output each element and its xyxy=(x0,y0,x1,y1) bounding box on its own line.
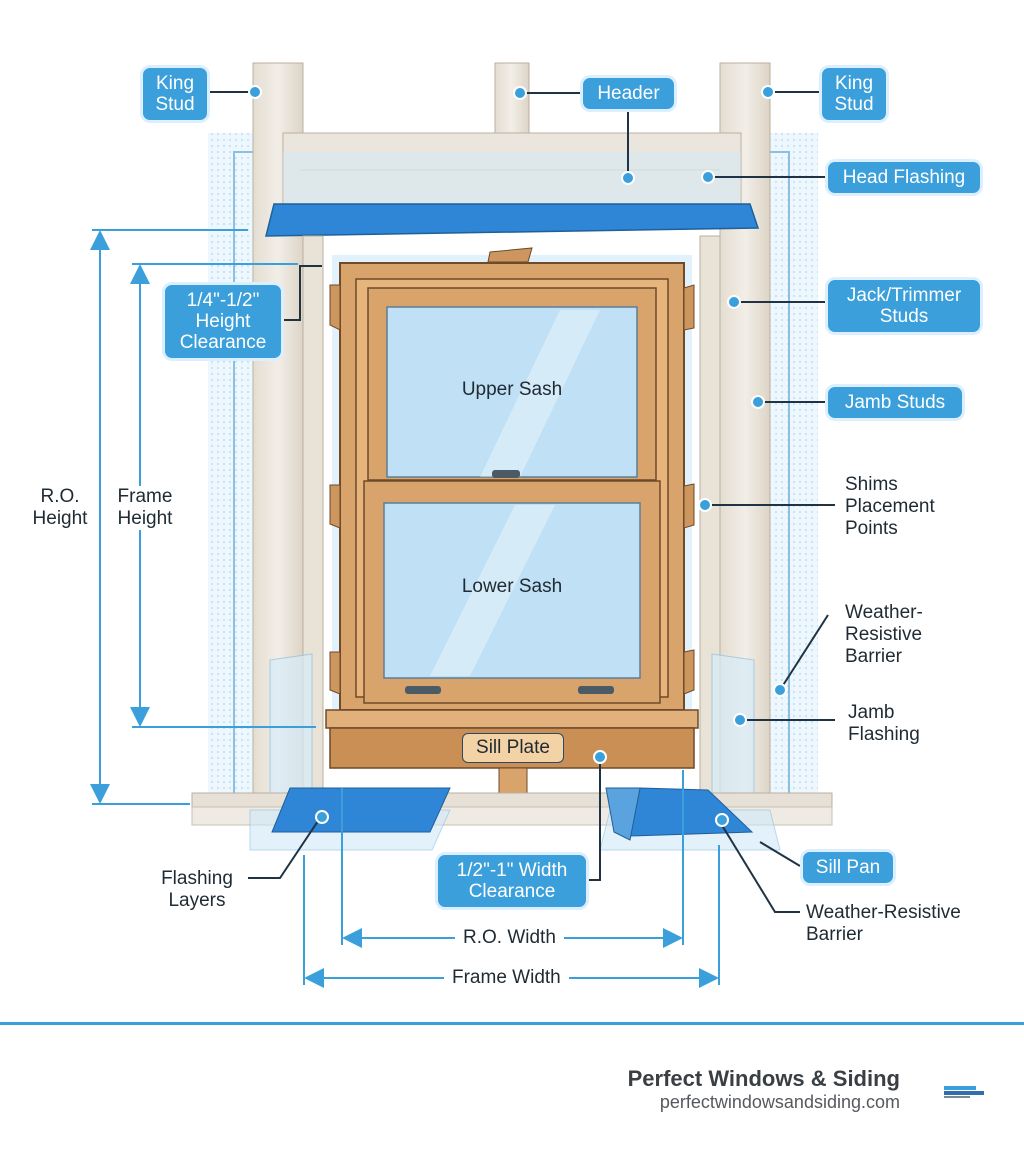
dot-jamb-flashing xyxy=(733,713,747,727)
shim-top-left xyxy=(329,284,341,331)
dot-jamb-studs xyxy=(751,395,765,409)
lower-glass-glare xyxy=(430,505,555,676)
shim-mid-left xyxy=(329,484,341,529)
leader-flashing-layers xyxy=(248,817,321,879)
dot-header xyxy=(513,86,527,100)
label-frame-height: Frame Height xyxy=(106,486,184,530)
dot-width-clearance xyxy=(593,750,607,764)
window-framing-diagram xyxy=(90,62,835,988)
leader-wrb-upper xyxy=(779,614,829,691)
upper-glass-glare xyxy=(480,310,600,477)
dot-king-stud-right xyxy=(761,85,775,99)
head-flashing xyxy=(265,203,760,237)
label-wrb-upper: Weather- Resistive Barrier xyxy=(845,602,923,667)
dot-wrb-upper xyxy=(773,683,787,697)
shim-top-right xyxy=(683,284,695,331)
label-ro-height: R.O. Height xyxy=(24,486,96,530)
wrb-panel-right xyxy=(768,133,818,823)
lower-sash-label: Lower Sash xyxy=(461,576,563,597)
label-shims: Shims Placement Points xyxy=(845,474,935,539)
callout-king-stud-left: King Stud xyxy=(143,68,207,120)
brand-logo-icon xyxy=(944,1086,984,1098)
callout-jamb-studs: Jamb Studs xyxy=(828,387,962,418)
callout-head-flashing: Head Flashing xyxy=(828,162,980,193)
label-jamb-flashing: Jamb Flashing xyxy=(848,702,920,745)
shim-bottom-right xyxy=(683,649,695,695)
wrb-wash-right xyxy=(768,133,818,823)
leader-lines xyxy=(203,91,835,913)
callout-king-stud-right: King Stud xyxy=(822,68,886,120)
cripple-stud xyxy=(494,62,530,136)
leader-sill-pan xyxy=(759,841,801,867)
callout-width-clearance: 1/2"-1" Width Clearance xyxy=(438,855,586,907)
shim-mid-right xyxy=(683,483,695,529)
header-glass-wrap xyxy=(283,152,741,205)
dot-flashing-layers xyxy=(315,810,329,824)
brand-url[interactable]: perfectwindowsandsiding.com xyxy=(659,1092,900,1112)
leader-dots xyxy=(248,85,787,827)
jamb-flashing-right xyxy=(711,653,755,807)
label-flashing-layers: Flashing Layers xyxy=(161,868,233,911)
callout-sill-pan: Sill Pan xyxy=(803,852,893,883)
callout-height-clearance: 1/4"-1/2" Height Clearance xyxy=(165,285,281,358)
dot-jack-stud xyxy=(727,295,741,309)
label-wrb-lower: Weather-Resistive Barrier xyxy=(806,902,961,945)
callout-header: Header xyxy=(583,78,674,109)
frame-width-label: Frame Width xyxy=(444,967,569,989)
upper-sash-label: Upper Sash xyxy=(461,379,563,400)
dot-head-flashing xyxy=(701,170,715,184)
shim-head xyxy=(487,247,533,263)
dot-shims xyxy=(698,498,712,512)
shim-bottom-left xyxy=(329,651,341,695)
footer-divider xyxy=(0,1022,1024,1025)
sash-lock-icon xyxy=(492,470,520,478)
flashing-layer-blue-left xyxy=(271,787,451,833)
brand-logo-bar-mid xyxy=(944,1091,984,1095)
lift-handle-left-icon xyxy=(405,686,441,694)
dot-king-stud-left xyxy=(248,85,262,99)
brand-name: Perfect Windows & Siding xyxy=(627,1066,900,1091)
leader-height-clearance xyxy=(281,265,322,321)
brand-logo-bar-low xyxy=(944,1096,970,1098)
brand-logo-bar-top xyxy=(944,1086,976,1090)
sill-plate-label: Sill Plate xyxy=(462,733,564,763)
window-sill xyxy=(325,709,699,729)
upper-sash-glass xyxy=(386,306,638,478)
lower-sash-glass xyxy=(383,502,641,679)
callout-jack-trimmer-studs: Jack/Trimmer Studs xyxy=(828,280,980,332)
dot-header-beam xyxy=(621,171,635,185)
dot-sill-pan xyxy=(715,813,729,827)
jamb-flashing-left xyxy=(269,653,313,807)
leader-wrb-lower xyxy=(719,821,800,913)
lift-handle-right-icon xyxy=(578,686,614,694)
leader-width-clearance xyxy=(586,757,601,881)
ro-width-label: R.O. Width xyxy=(455,927,564,949)
sill-pan-fold xyxy=(605,787,641,841)
